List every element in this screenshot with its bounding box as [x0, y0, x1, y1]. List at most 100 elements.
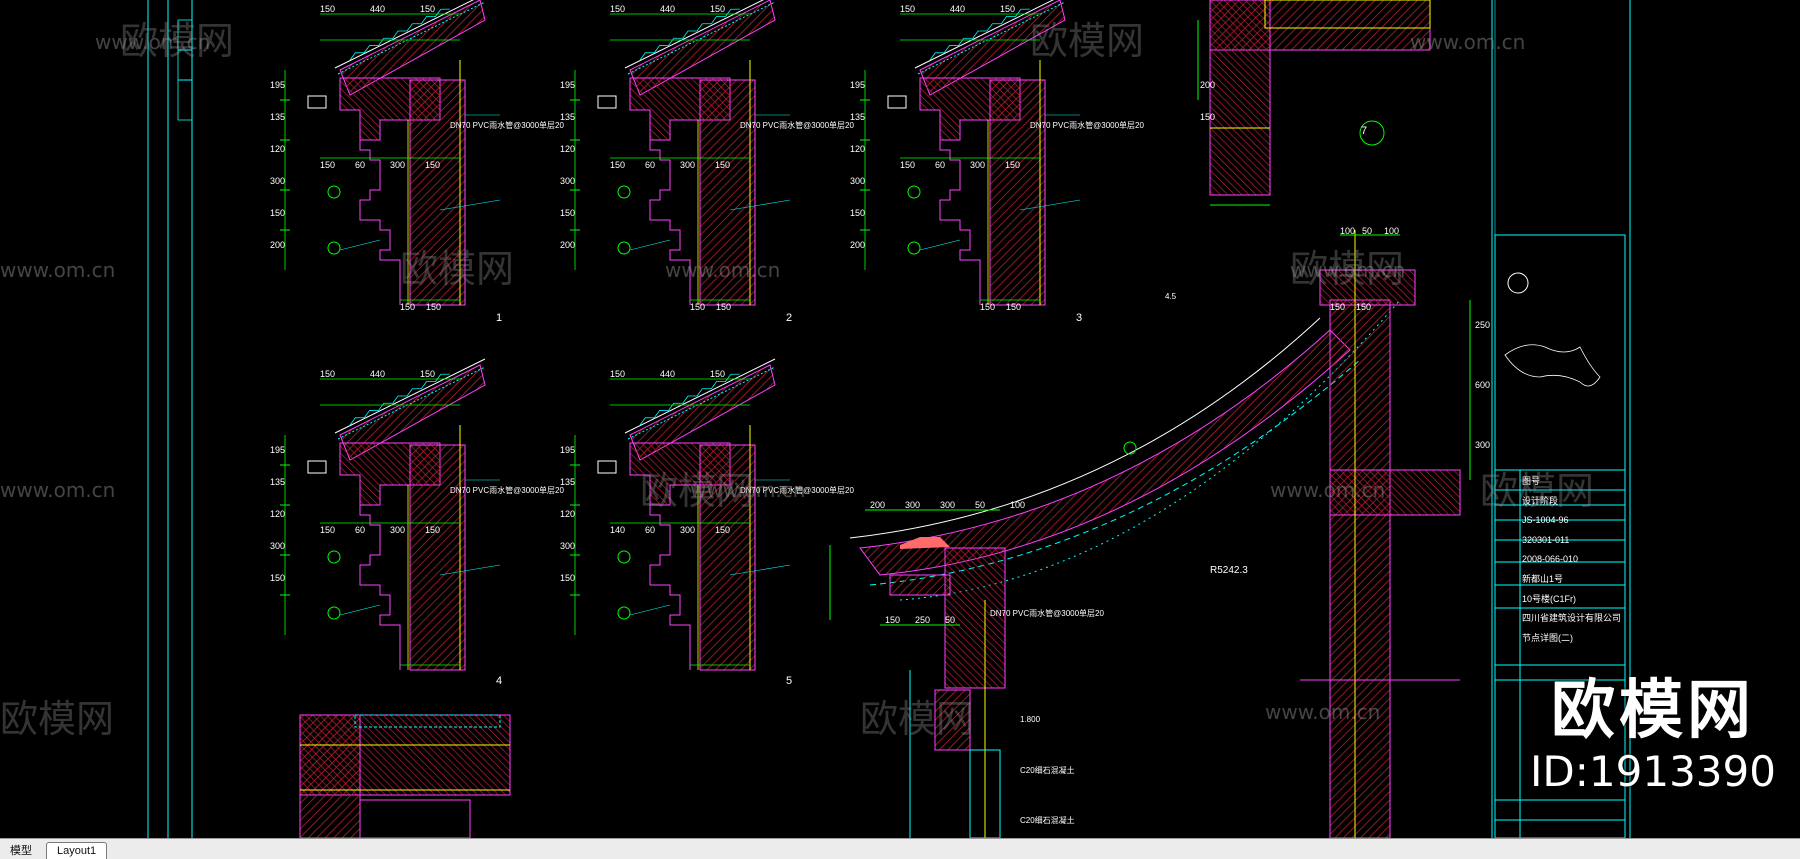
dimension-label: 150 — [1200, 112, 1216, 122]
watermark-brand-text: 欧模网 — [0, 697, 115, 741]
dimension-label: 195 — [270, 445, 286, 455]
annotation-note: DN70 PVC雨水管@3000单层20 — [1030, 121, 1144, 130]
cad-drawing-canvas[interactable]: 1 150 440 150 195 135 120 300 150 200 150 60 300 150 1… — [0, 0, 1800, 838]
layout-tab-bar: 模型 Layout1 — [0, 838, 1800, 859]
dimension-label: 150 — [710, 369, 726, 379]
dimension-label: 300 — [390, 525, 406, 535]
dimension-label: 150 — [610, 160, 626, 170]
watermark-brand-text: 欧模网 — [400, 247, 515, 291]
dimension-label: 150 — [1356, 302, 1372, 312]
dimension-label: 195 — [270, 80, 286, 90]
title-block-row: 设计阶段 — [1522, 495, 1559, 506]
dimension-label: 200 — [870, 500, 886, 510]
elevation-label: C20细石混凝土 — [1020, 766, 1075, 775]
dimension-label: 440 — [660, 4, 676, 14]
dimension-label: 150 — [560, 208, 576, 218]
dimension-label: 300 — [940, 500, 956, 510]
title-block-row: 2008-066-010 — [1522, 554, 1579, 565]
watermark-brand-text: 欧模网 — [860, 697, 975, 741]
dimension-label: 440 — [950, 4, 966, 14]
dimension-label: 150 — [270, 208, 286, 218]
dimension-label: 440 — [370, 369, 386, 379]
dimension-label: 60 — [355, 525, 366, 535]
dimension-label: 150 — [715, 160, 731, 170]
dimension-label: 300 — [390, 160, 406, 170]
dimension-label: 140 — [610, 525, 626, 535]
watermark-brand-text: 欧模网 — [640, 469, 755, 513]
dimension-label: 50 — [975, 500, 986, 510]
dimension-label: 150 — [710, 4, 726, 14]
annotation-note: DN70 PVC雨水管@3000单层20 — [990, 609, 1104, 618]
dimension-label: 135 — [850, 112, 866, 122]
curved-roof-detail — [829, 120, 1471, 838]
dimension-label: 135 — [270, 477, 286, 487]
dimension-label: 440 — [660, 369, 676, 379]
dimension-label: 60 — [645, 525, 656, 535]
dimension-label: 440 — [370, 4, 386, 14]
dimension-label: 150 — [320, 525, 336, 535]
dimension-label: 300 — [680, 525, 696, 535]
watermark-brand-text: 欧模网 — [1030, 19, 1145, 63]
dimension-label: 250 — [915, 615, 931, 625]
tab-model[interactable]: 模型 — [0, 843, 42, 859]
detail-number-label: 7 — [1361, 125, 1368, 137]
watermark-site-text: www.om.cn — [690, 478, 806, 502]
dimension-label: 150 — [690, 302, 706, 312]
dimension-label: 60 — [355, 160, 366, 170]
dimension-label: 300 — [1475, 440, 1491, 450]
dimension-label: 600 — [1475, 380, 1491, 390]
dimension-label: 150 — [716, 302, 732, 312]
dimension-label: 120 — [560, 509, 576, 519]
dimension-label: 50 — [1362, 226, 1373, 236]
cad-drawing — [147, 0, 1631, 838]
watermark-brand-text: 欧模网 — [1480, 469, 1595, 513]
dimension-label: 300 — [970, 160, 986, 170]
title-block — [1494, 234, 1626, 838]
dimension-label: 200 — [560, 240, 576, 250]
elevation-label: 1.800 — [1020, 715, 1041, 724]
dimension-label: 150 — [320, 369, 336, 379]
dimension-label: 100 — [1384, 226, 1400, 236]
dimension-label: 100 — [1340, 226, 1356, 236]
watermark-site-text: www.om.cn — [665, 258, 781, 282]
dimension-label: 150 — [426, 302, 442, 312]
watermark-site-text: www.om.cn — [1410, 30, 1526, 54]
dimension-label: 195 — [560, 445, 576, 455]
dimension-label: 150 — [420, 369, 436, 379]
annotation-note: DN70 PVC雨水管@3000单层20 — [450, 121, 564, 130]
dimension-label: 150 — [610, 369, 626, 379]
dimension-label: 150 — [1330, 302, 1346, 312]
detail-number-label: 1 — [496, 312, 503, 324]
watermark-site-text: www.om.cn — [0, 478, 116, 502]
dimension-label: 60 — [935, 160, 946, 170]
title-block-row: JS-1004-96 — [1522, 515, 1569, 526]
dimension-label: 150 — [1005, 160, 1021, 170]
watermark-brand-text: 欧模网 — [1290, 247, 1405, 291]
dimension-label: 300 — [270, 541, 286, 551]
dimension-label: 120 — [560, 144, 576, 154]
dimension-label: 150 — [850, 208, 866, 218]
dimension-label: 120 — [270, 509, 286, 519]
brand-logo-text: 欧模网 — [1551, 674, 1755, 748]
elevation-label: C20细石混凝土 — [1020, 816, 1075, 825]
dimension-label: 195 — [850, 80, 866, 90]
title-block-row: 10号楼(C1Fr) — [1522, 593, 1577, 604]
tab-layout1[interactable]: Layout1 — [46, 842, 108, 859]
dimension-label: 135 — [270, 112, 286, 122]
title-block-row: 图号 — [1522, 476, 1541, 486]
dimension-label: 300 — [905, 500, 921, 510]
detail-6-partial — [299, 714, 511, 838]
dimension-label: 120 — [270, 144, 286, 154]
dimension-label: 300 — [560, 176, 576, 186]
dimension-label: 135 — [560, 112, 576, 122]
dimension-label: 150 — [980, 302, 996, 312]
dimension-label: 300 — [680, 160, 696, 170]
annotation-note: DN70 PVC雨水管@3000单层20 — [740, 486, 854, 495]
dimension-label: 150 — [560, 573, 576, 583]
dimension-label: 300 — [270, 176, 286, 186]
dimension-label: 135 — [560, 477, 576, 487]
detail-4 — [279, 358, 501, 671]
annotation-note: DN70 PVC雨水管@3000单层20 — [450, 486, 564, 495]
watermark-site-text: www.om.cn — [1270, 478, 1386, 502]
